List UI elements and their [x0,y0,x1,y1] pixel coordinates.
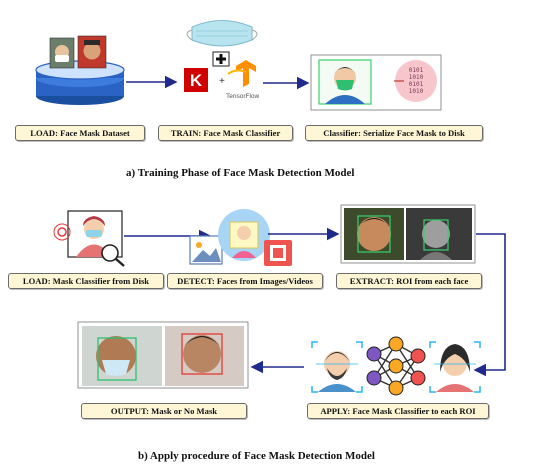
plus-icon [212,51,230,67]
svg-text:K: K [190,71,203,90]
label-load-dataset: LOAD: Face Mask Dataset [15,125,145,141]
masked-person-icon [318,59,372,105]
serialize-panel: 0101 1010 0101 1010 [310,54,442,111]
arrow-extract-to-apply [473,233,506,377]
label-serialize: Classifier: Serialize Face Mask to Disk [305,125,483,141]
label-output: OUTPUT: Mask or No Mask [81,403,247,419]
output-photos [77,321,249,389]
image-gallery-icon [189,209,292,266]
svg-text:TensorFlow: TensorFlow [226,93,260,100]
magnifier-icon [101,244,125,267]
svg-text:1010: 1010 [409,74,424,81]
label-apply-classifier: APPLY: Face Mask Classifier to each ROI [307,403,489,419]
binary-disk-icon: 0101 1010 0101 1010 [394,60,437,102]
small-plus: + [219,76,225,87]
neural-network-icon [366,336,426,396]
keras-icon: K [184,68,208,92]
caption-training: a) Training Phase of Face Mask Detection… [126,167,355,179]
face-scan-icon [311,341,363,393]
svg-text:0101: 0101 [409,67,424,74]
label-detect-faces: DETECT: Faces from Images/Videos [167,273,323,289]
face-scan-icon [429,341,481,393]
detection-person-icon [53,210,123,258]
caption-apply: b) Apply procedure of Face Mask Detectio… [138,450,375,462]
label-train-classifier: TRAIN: Face Mask Classifier [158,125,293,141]
svg-text:1010: 1010 [409,88,424,95]
label-load-classifier: LOAD: Mask Classifier from Disk [8,273,164,289]
label-extract-roi: EXTRACT: ROI from each face [336,273,482,289]
database-icon [35,35,125,105]
extract-photos [340,204,476,264]
svg-text:0101: 0101 [409,81,424,88]
mask-icon [186,20,258,47]
tensorflow-icon: TensorFlow [226,60,260,100]
